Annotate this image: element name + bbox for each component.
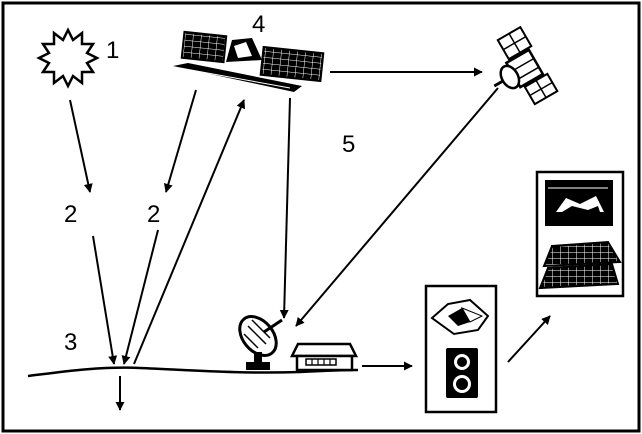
arrow-ground-to-sat: [133, 99, 246, 365]
label-relay-link: 5: [342, 131, 355, 158]
computer-terminal-icon: [535, 170, 625, 298]
arrow-analysis-to-computer: [507, 315, 551, 363]
arrow-sun-to-2left: [69, 99, 93, 193]
label-sun: 1: [106, 37, 119, 64]
relay-satellite-icon: [493, 25, 559, 106]
arrow-2right-to-ground: [121, 229, 159, 365]
label-path-left: 2: [64, 201, 77, 228]
label-ground: 3: [64, 329, 77, 356]
imaging-satellite-icon: [173, 30, 325, 92]
ground-station-dish-icon: [238, 315, 283, 370]
arrow-sat-to-station: [279, 97, 291, 319]
sun-icon: [36, 27, 100, 89]
arrow-2left-to-ground: [92, 235, 118, 365]
ground-station-building-icon: [289, 342, 359, 372]
signal-arrows: [69, 67, 551, 411]
arrow-sat-to-2right: [163, 89, 197, 193]
label-path-right: 2: [147, 201, 160, 228]
arrow-relay-to-station: [295, 87, 499, 327]
analysis-display-icon: [424, 284, 498, 414]
label-satellite: 4: [252, 11, 265, 38]
